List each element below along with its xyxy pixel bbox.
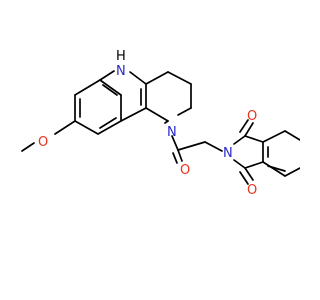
- bond: [204, 141, 223, 152]
- bond: [99, 117, 117, 129]
- bond: [99, 79, 122, 96]
- atom-labels: H N O N O N O O: [38, 49, 257, 198]
- molecule-drawing: H N O N O N O O: [21, 49, 300, 198]
- bond: [172, 152, 178, 164]
- bond: [244, 161, 264, 169]
- bond: [262, 130, 286, 143]
- bond: [74, 120, 99, 135]
- bond: [145, 71, 169, 85]
- bond: [21, 142, 35, 152]
- bond: [102, 84, 118, 96]
- bond: [74, 79, 101, 96]
- bond: [177, 149, 183, 162]
- atom-label-methoxy-oxygen: O: [38, 135, 48, 150]
- structure-canvas: H N O N O N O O: [21, 49, 300, 198]
- bond: [233, 135, 246, 145]
- atom-label-piperidine-nitrogen: N: [167, 125, 177, 140]
- bond: [244, 167, 254, 181]
- bond: [54, 120, 76, 135]
- atom-label-imide-nitrogen: N: [223, 146, 233, 161]
- atom-label-imide-oxygen-bottom: O: [247, 183, 257, 198]
- bond: [262, 161, 286, 177]
- bond: [267, 165, 286, 172]
- atom-label-nh-hydrogen: H: [116, 49, 126, 64]
- bond: [239, 171, 249, 185]
- bond: [244, 135, 264, 143]
- bond: [177, 107, 192, 116]
- bond: [244, 122, 254, 137]
- bond: [233, 159, 246, 169]
- atom-label-indole-nitrogen: N: [116, 64, 126, 79]
- bond: [120, 107, 147, 122]
- bond: [284, 130, 300, 141]
- bond: [167, 71, 192, 85]
- bond: [177, 141, 206, 151]
- bond: [239, 119, 249, 133]
- bond: [97, 120, 122, 135]
- bond: [171, 135, 179, 151]
- atom-label-amide-oxygen: O: [180, 163, 190, 178]
- bonds: [21, 70, 300, 185]
- atom-label-imide-oxygen-top: O: [247, 109, 257, 124]
- bond: [129, 71, 147, 85]
- bond: [99, 70, 115, 81]
- bond: [284, 167, 300, 177]
- bond: [145, 107, 169, 122]
